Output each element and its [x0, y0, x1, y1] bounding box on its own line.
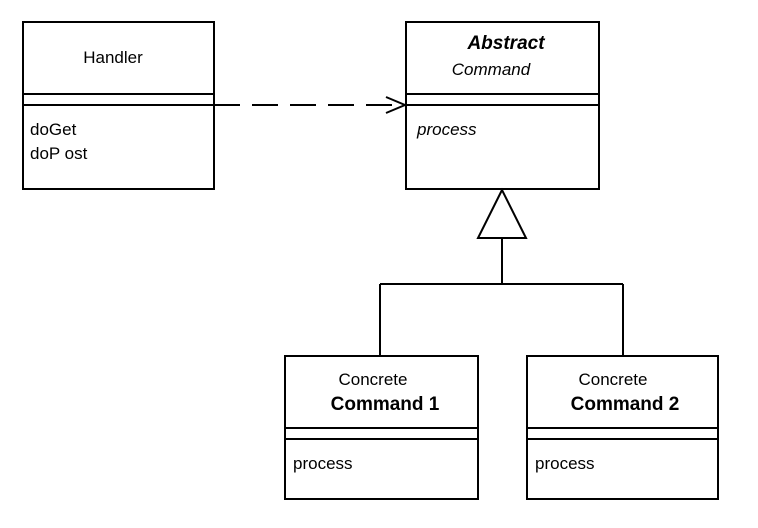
dependency-arrow	[214, 96, 408, 114]
abstract-command-method-process: process	[416, 120, 477, 139]
handler-method-doget: doGet	[30, 120, 77, 139]
concrete-command-2-class-name: Command 2	[571, 394, 680, 415]
inheritance-triangle	[476, 187, 528, 239]
generalization-connector	[379, 187, 624, 356]
concrete-command-1-class-name: Command 1	[331, 394, 440, 415]
handler-method-dopost: doP ost	[30, 144, 88, 163]
concrete-command-1-stereotype: Concrete	[339, 370, 408, 389]
abstract-command-class: Abstract Command process	[405, 21, 600, 190]
dependency-arrowhead	[385, 96, 408, 114]
abstract-command-class-name: Command	[452, 60, 531, 79]
abstract-command-stereotype: Abstract	[466, 33, 545, 54]
concrete-command-2-class: Concrete Command 2 process	[526, 355, 719, 500]
concrete-command-1-method-process: process	[293, 454, 353, 473]
concrete-command-2-method-process: process	[535, 454, 595, 473]
concrete-command-2-stereotype: Concrete	[579, 370, 648, 389]
handler-class: Handler doGet doP ost	[22, 21, 215, 190]
handler-class-name: Handler	[83, 48, 143, 67]
concrete-command-1-class: Concrete Command 1 process	[284, 355, 479, 500]
